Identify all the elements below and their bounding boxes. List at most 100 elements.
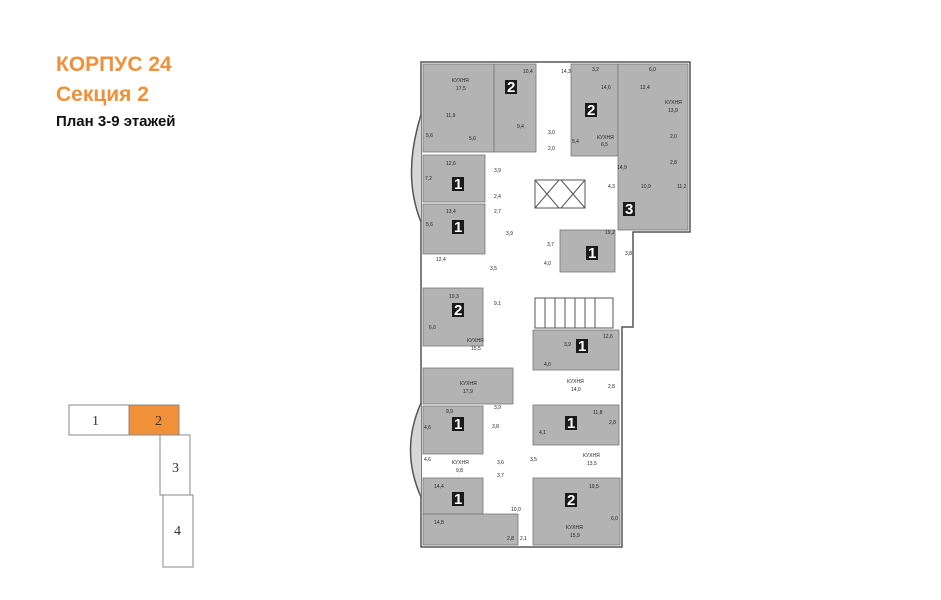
- room-label: 11,2: [677, 184, 687, 190]
- apartment-badge[interactable]: 1: [576, 338, 588, 355]
- room-label: 2,0: [548, 146, 555, 152]
- room-label: 3,9: [494, 405, 501, 411]
- apartment-badge[interactable]: 1: [452, 491, 464, 508]
- key-label-3: 3: [172, 461, 179, 476]
- room-label: КУХНЯ: [567, 379, 584, 385]
- room-label: 10,4: [523, 69, 533, 75]
- room-label: 14,9: [617, 165, 627, 171]
- room-label: 4,0: [544, 362, 551, 368]
- apartment-badge[interactable]: 1: [452, 176, 464, 193]
- svg-text:1: 1: [578, 338, 586, 355]
- apartment-badge[interactable]: 2: [452, 302, 464, 319]
- room-label: 4,0: [544, 261, 551, 267]
- apartment-badge[interactable]: 2: [565, 492, 577, 509]
- room-label: 9,1: [494, 301, 501, 307]
- room-label: 14,4: [434, 484, 444, 490]
- room-label: 19,5: [589, 484, 599, 490]
- room-label: КУХНЯ: [566, 525, 583, 531]
- room-label: 10,3: [449, 294, 459, 300]
- room-label: 2,1: [520, 536, 527, 542]
- room-label: КУХНЯ: [460, 381, 477, 387]
- room-label: 2,0: [670, 134, 677, 140]
- apartment-area[interactable]: [532, 477, 621, 546]
- room-label: 3,2: [592, 67, 599, 73]
- svg-text:1: 1: [567, 415, 575, 432]
- room-label: 15,5: [471, 346, 481, 352]
- room-label: 3,8: [492, 424, 499, 430]
- room-label: 5,4: [572, 139, 579, 145]
- room-label: 2,8: [670, 160, 677, 166]
- svg-text:2: 2: [587, 102, 595, 119]
- svg-text:1: 1: [454, 416, 462, 433]
- room-label: 12,6: [603, 334, 613, 340]
- room-label: 12,6: [446, 161, 456, 167]
- apartment-area[interactable]: [422, 367, 514, 405]
- room-label: 14,0: [571, 387, 581, 393]
- room-label: 2,7: [494, 209, 501, 215]
- apartment-badge[interactable]: 1: [565, 415, 577, 432]
- room-label: 6,0: [611, 516, 618, 522]
- room-label: 3,9: [564, 342, 571, 348]
- key-label-2: 2: [155, 414, 162, 429]
- room-label: 2,8: [507, 536, 514, 542]
- room-label: 3,7: [497, 473, 504, 479]
- room-label: 17,9: [463, 389, 473, 395]
- room-label: 11,9: [446, 113, 456, 119]
- room-label: 3,0: [548, 130, 555, 136]
- key-plan: 1 2 3 4: [68, 404, 194, 568]
- room-label: 5,6: [426, 222, 433, 228]
- room-label: 3,9: [506, 231, 513, 237]
- room-label: 17,5: [456, 86, 466, 92]
- room-label: 3,7: [547, 242, 554, 248]
- room-label: КУХНЯ: [467, 338, 484, 344]
- key-section-3[interactable]: [159, 434, 191, 496]
- svg-text:2: 2: [507, 79, 515, 96]
- section-title: Секция 2: [56, 83, 149, 106]
- room-label: 4,3: [608, 184, 615, 190]
- room-label: 14,6: [601, 85, 611, 91]
- room-label: 7,2: [425, 176, 432, 182]
- room-label: 2,4: [494, 194, 501, 200]
- apartment-area[interactable]: [422, 203, 486, 255]
- apartment-area[interactable]: [493, 63, 537, 153]
- room-label: 11,8: [593, 410, 603, 416]
- room-label: 3,5: [490, 266, 497, 272]
- apartment-area[interactable]: [422, 513, 519, 546]
- room-label: 13,4: [446, 209, 456, 215]
- apartment-badge[interactable]: 1: [452, 416, 464, 433]
- apartment-area[interactable]: [532, 404, 620, 446]
- room-label: 5,6: [469, 136, 476, 142]
- room-label: 9,9: [446, 409, 453, 415]
- room-label: 10,9: [641, 184, 651, 190]
- room-label: 19,2: [605, 230, 615, 236]
- building-title: КОРПУС 24: [56, 53, 172, 76]
- svg-text:1: 1: [588, 245, 596, 262]
- apartment-badge[interactable]: 2: [585, 102, 597, 119]
- svg-text:1: 1: [454, 491, 462, 508]
- stairwell-core: [534, 179, 614, 329]
- room-label: 15,9: [570, 533, 580, 539]
- room-label: 9,4: [517, 124, 524, 130]
- room-label: 13,5: [587, 461, 597, 467]
- room-label: 3,6: [497, 460, 504, 466]
- room-label: КУХНЯ: [452, 78, 469, 84]
- room-label: 14,8: [434, 520, 444, 526]
- room-label: КУХНЯ: [452, 460, 469, 466]
- svg-text:2: 2: [454, 302, 462, 319]
- apartment-badge[interactable]: 2: [505, 79, 517, 96]
- apartment-badge[interactable]: 1: [586, 245, 598, 262]
- key-section-1[interactable]: [68, 404, 130, 436]
- key-label-4: 4: [174, 524, 181, 539]
- room-label: 4,1: [539, 430, 546, 436]
- apartment-badge[interactable]: 1: [452, 219, 464, 236]
- room-label: КУХНЯ: [583, 453, 600, 459]
- room-label: 3,9: [494, 168, 501, 174]
- room-label: 3,8: [625, 251, 632, 257]
- room-label: 6,5: [601, 142, 608, 148]
- svg-text:2: 2: [567, 492, 575, 509]
- svg-text:1: 1: [454, 176, 462, 193]
- key-section-4[interactable]: [162, 494, 194, 568]
- key-section-2[interactable]: [128, 404, 180, 436]
- apartment-badge[interactable]: 3: [623, 201, 635, 218]
- room-label: 2,8: [608, 384, 615, 390]
